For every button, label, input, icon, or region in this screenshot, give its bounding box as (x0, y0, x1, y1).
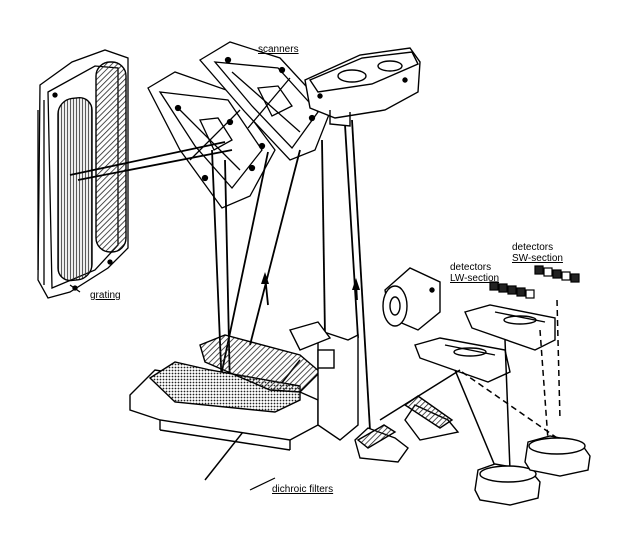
scanner-left (147, 71, 276, 209)
detector-beam-paths (379, 299, 561, 479)
sw-detector-array (534, 265, 580, 283)
detectors-lw-label: detectors LW-section (450, 262, 499, 284)
label-leaders (69, 284, 276, 491)
detectors-lw-line1: detectors (450, 262, 492, 273)
lw-detector-array (489, 281, 535, 299)
detectors-sw-label: detectors SW-section (512, 242, 563, 264)
scanner-right (199, 41, 331, 161)
grating-label: grating (90, 290, 121, 301)
lw-mirror-mounts (414, 304, 556, 383)
bottom-mirrors (354, 395, 460, 463)
grating-assembly (37, 49, 129, 299)
top-mirror-mount (304, 47, 421, 127)
detectors-sw-line1: detectors (512, 242, 554, 253)
detector-housing (382, 267, 441, 331)
detectors-sw-line2: SW-section (512, 253, 563, 264)
grating-surface (57, 97, 93, 282)
detector-cups (474, 435, 591, 506)
dichroic-filter-mount (129, 321, 359, 451)
scanners-label: scanners (258, 44, 299, 55)
grating-back-plate (95, 61, 127, 253)
detectors-lw-line2: LW-section (450, 273, 500, 284)
dichroic-filters-label: dichroic filters (272, 484, 334, 495)
